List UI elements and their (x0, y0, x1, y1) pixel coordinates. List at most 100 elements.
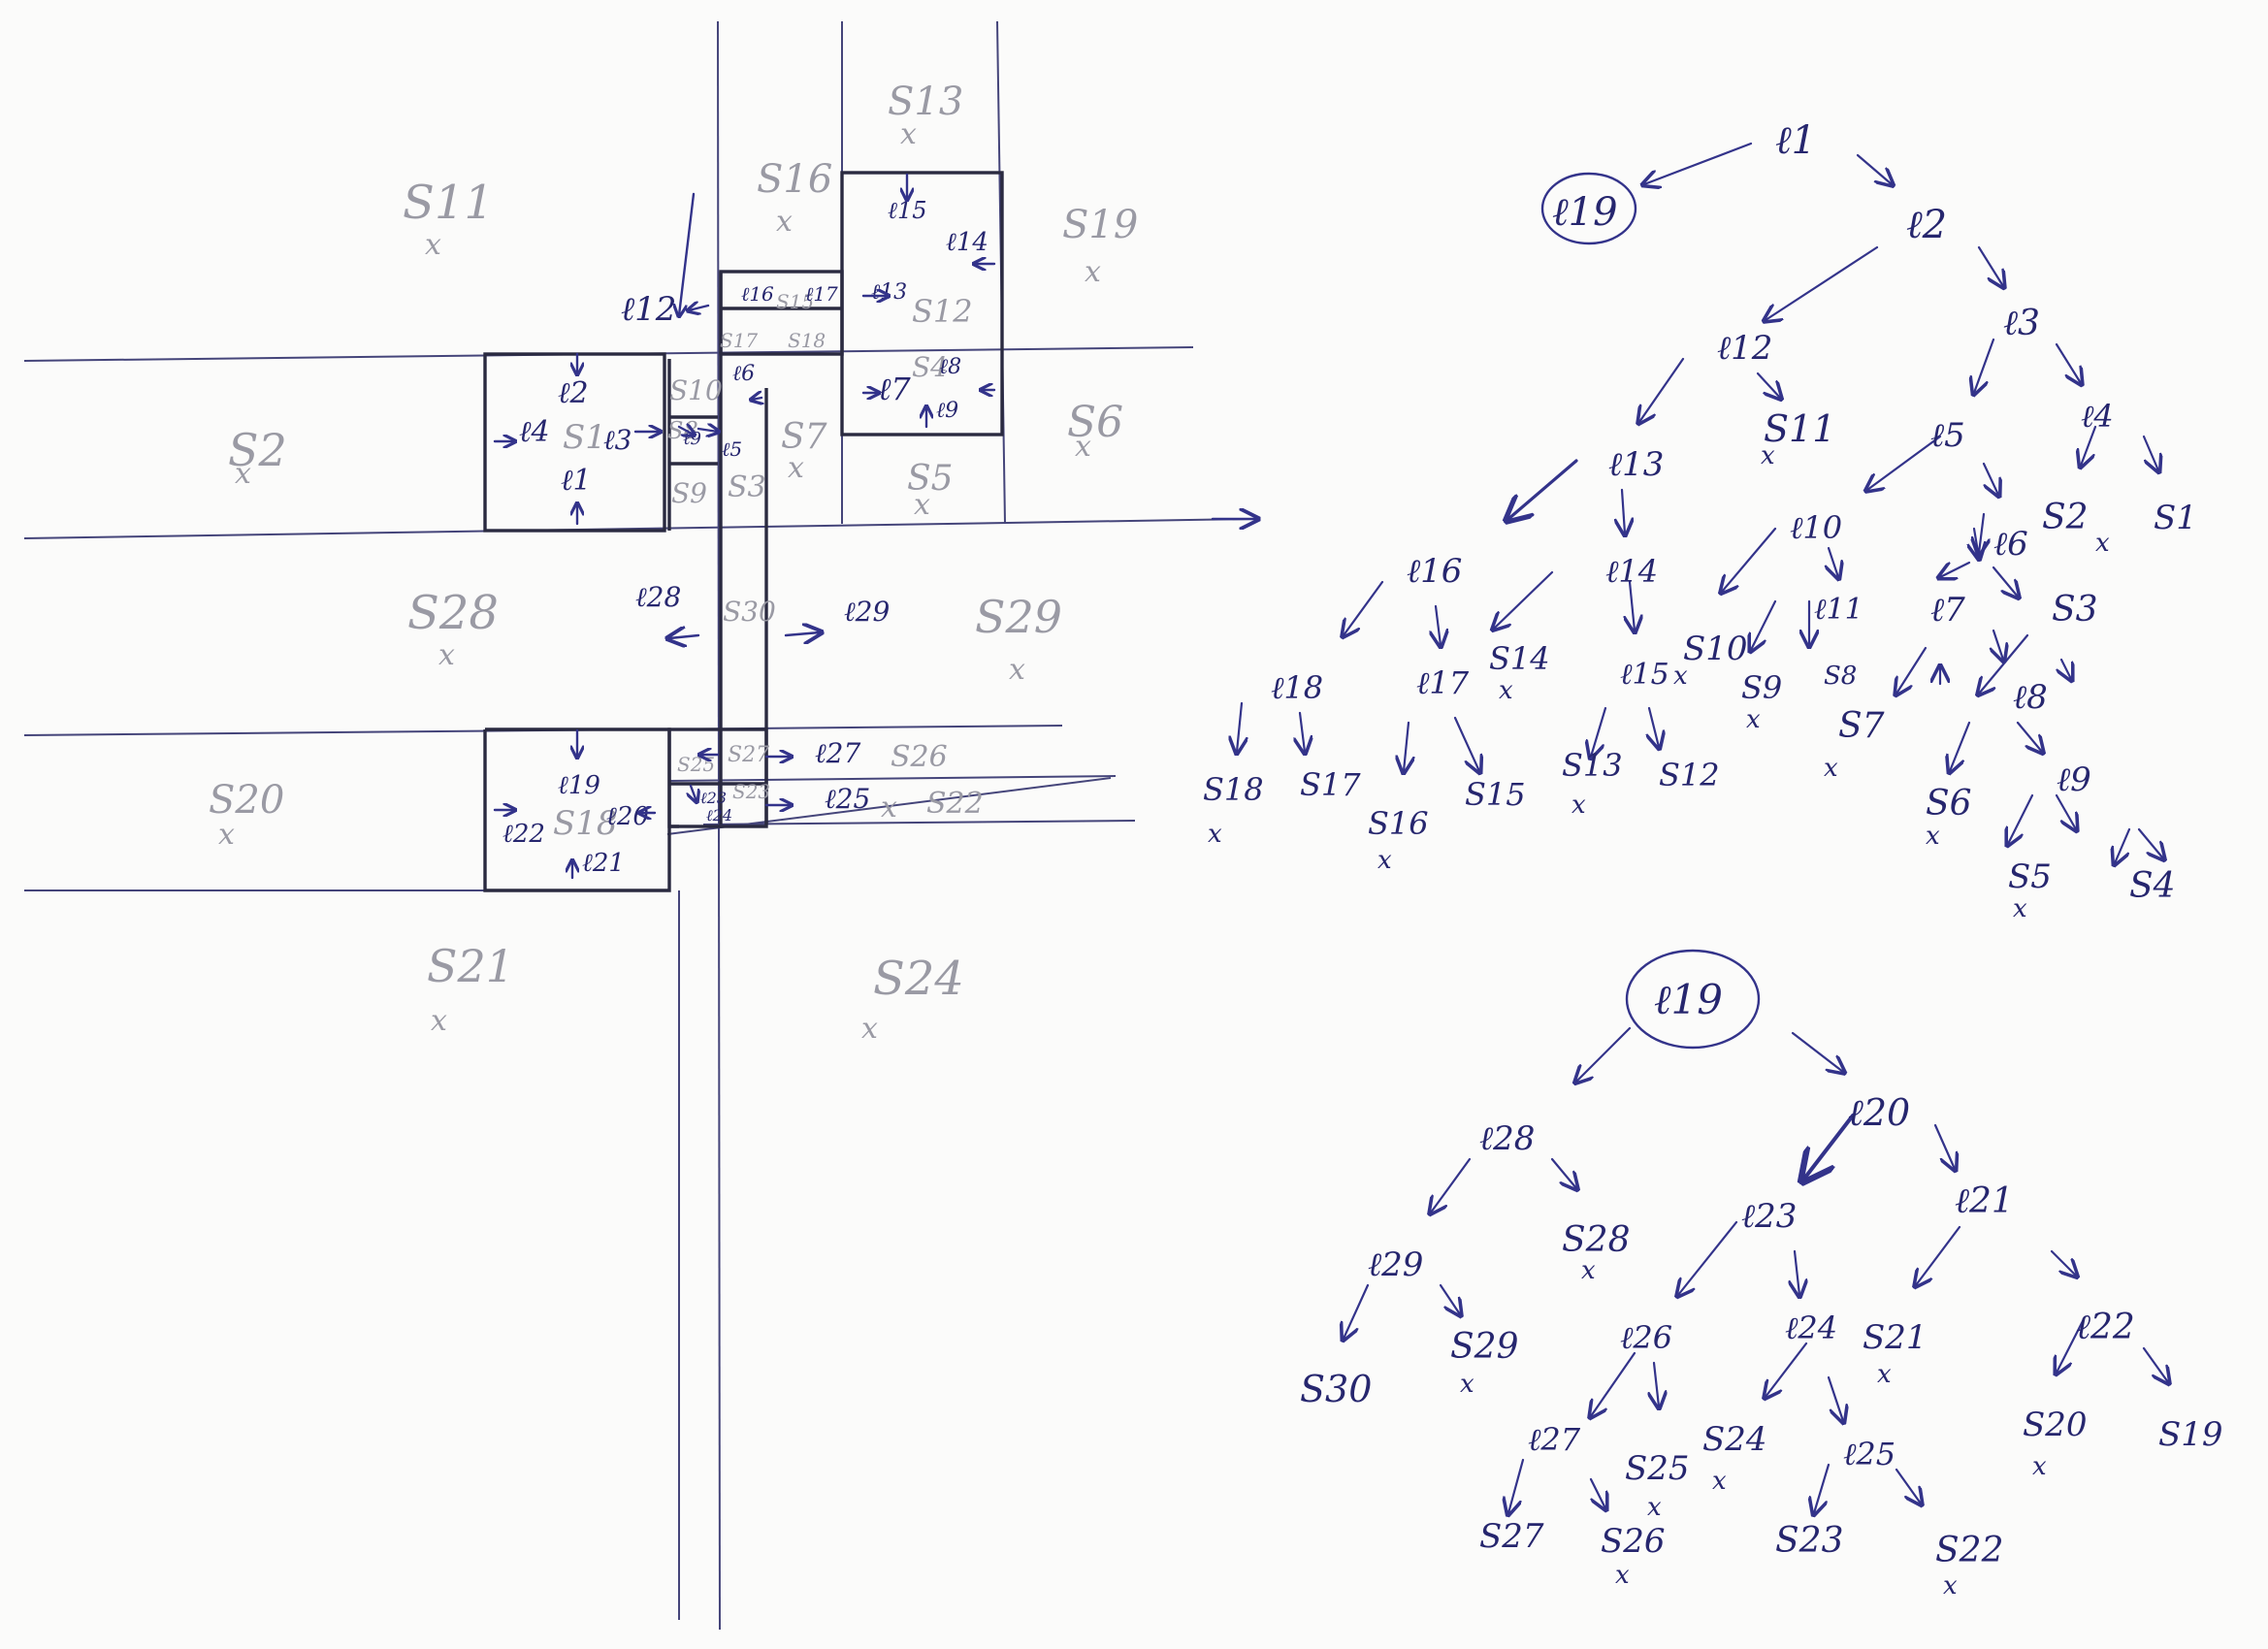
space-subdivision-diagram: S11 S13 S16 S19 S12 S2 S1 S10 S8 S9 S3 S… (24, 21, 1256, 1630)
tree-node: S23 (1775, 1521, 1843, 1561)
line-label: ℓ2 (558, 376, 589, 410)
region-label: S10 (669, 374, 723, 406)
svg-text:x: x (1746, 705, 1761, 734)
tree-node: S16 (1368, 805, 1429, 842)
line-label: ℓ16 (741, 282, 774, 306)
region-label: S12 (912, 293, 973, 330)
line-label: ℓ4 (519, 415, 550, 449)
svg-text:x: x (900, 117, 917, 151)
line-label: ℓ1 (561, 464, 592, 498)
svg-text:x: x (2032, 1452, 2047, 1481)
region-label: S28 (407, 586, 499, 640)
bsp-tree-2: ℓ19 ℓ28 ℓ20 ℓ29 S28 ℓ23 ℓ21 S30 S29 ℓ26 … (1300, 951, 2223, 1600)
region-label: S17 (720, 329, 758, 352)
svg-text:x: x (431, 1004, 447, 1038)
tree-node: ℓ6 (1993, 525, 2028, 564)
tree-node: ℓ21 (1955, 1181, 2014, 1221)
region-label: S9 (671, 477, 707, 509)
tree-node: S13 (1562, 747, 1623, 784)
tree-node: ℓ3 (2003, 304, 2040, 343)
tree-node: S18 (1203, 771, 1264, 808)
tree-node: S24 (1702, 1420, 1767, 1459)
tree-node: ℓ24 (1785, 1310, 1837, 1346)
region-label: S22 (926, 787, 984, 821)
tree-node: ℓ27 (1528, 1421, 1581, 1458)
line-label: ℓ19 (558, 771, 600, 800)
svg-text:x: x (1009, 653, 1025, 687)
tree-node: S25 (1625, 1449, 1690, 1488)
region-label: S19 (1062, 203, 1138, 247)
tree-node: S26 (1601, 1522, 1666, 1561)
region-label: S11 (403, 176, 494, 230)
tree-node: ℓ18 (1271, 669, 1323, 706)
svg-text:x: x (1208, 820, 1222, 849)
tree-node: ℓ5 (1930, 416, 1965, 455)
tree-node: ℓ17 (1416, 664, 1470, 701)
bsp-tree-1: ℓ1 ℓ19 ℓ2 ℓ12 ℓ3 ℓ13 S11 ℓ5 ℓ4 S1 S2 ℓ16… (1203, 118, 2197, 923)
tree-node: ℓ14 (1605, 553, 1658, 590)
tree-node: S8 (1824, 662, 1857, 691)
tree-node: ℓ16 (1407, 552, 1462, 591)
tree-node: ℓ12 (1717, 329, 1772, 368)
tree-node: ℓ2 (1906, 203, 1947, 247)
tree-node: ℓ4 (2081, 398, 2114, 435)
tree-node: ℓ8 (2013, 678, 2048, 717)
line-label: ℓ7 (878, 371, 911, 407)
line-label: ℓ14 (946, 228, 988, 257)
tree-node: ℓ19 (1552, 190, 1618, 235)
line-label: ℓ9 (936, 399, 958, 423)
tree-node: ℓ15 (1620, 658, 1669, 692)
region-label: S27 (728, 743, 769, 767)
svg-text:x: x (1460, 1370, 1474, 1399)
tree-node: ℓ28 (1479, 1119, 1535, 1158)
tree-node: ℓ19 (1654, 976, 1723, 1023)
tree-node: S22 (1935, 1531, 2003, 1570)
svg-text:x: x (235, 457, 251, 491)
svg-text:x: x (1673, 662, 1688, 691)
line-label: ℓ17 (805, 282, 838, 306)
line-label: ℓ9 (683, 429, 701, 449)
region-label: S1 (563, 418, 606, 457)
line-label: ℓ22 (502, 820, 545, 849)
tree-node: S5 (2008, 857, 2052, 896)
tree-node: ℓ9 (2057, 760, 2091, 799)
tree-node: ℓ23 (1741, 1197, 1797, 1236)
svg-text:x: x (1499, 676, 1513, 705)
tree-node: S2 (2042, 498, 2089, 537)
region-label: S29 (975, 591, 1062, 643)
svg-text:x: x (1926, 822, 1940, 851)
tree-node: S27 (1479, 1517, 1544, 1556)
svg-text:x: x (1377, 846, 1392, 875)
svg-text:x: x (776, 205, 793, 239)
tree-node: S29 (1450, 1327, 1518, 1367)
tree-node: ℓ10 (1790, 509, 1842, 546)
line-label: ℓ29 (844, 596, 890, 628)
tree-node: S3 (2052, 590, 2098, 630)
svg-text:x: x (1877, 1360, 1892, 1389)
region-label: S30 (723, 596, 776, 628)
line-label: ℓ28 (635, 581, 681, 613)
svg-text:x: x (425, 228, 441, 262)
line-label: ℓ8 (939, 355, 961, 379)
svg-text:x: x (1712, 1467, 1727, 1496)
region-label: S25 (677, 753, 715, 776)
svg-text:x: x (1581, 1256, 1596, 1285)
line-label: ℓ23 (700, 789, 727, 807)
tree-node: S12 (1659, 757, 1720, 793)
region-label: S24 (873, 952, 964, 1006)
tree-node: S10 (1683, 630, 1748, 668)
line-label: ℓ3 (603, 424, 632, 456)
tree-node: S4 (2129, 866, 2176, 906)
tree-node: ℓ26 (1620, 1319, 1672, 1356)
svg-text:x: x (788, 451, 804, 485)
tree-node: S9 (1741, 669, 1782, 706)
line-label: ℓ12 (621, 290, 676, 329)
svg-text:x: x (1824, 754, 1838, 783)
svg-text:x: x (1085, 255, 1101, 289)
svg-text:x: x (1761, 441, 1775, 470)
svg-text:x: x (438, 638, 455, 672)
line-label: ℓ20 (606, 802, 649, 831)
region-label: S16 (757, 157, 832, 202)
svg-text:x: x (914, 488, 930, 522)
tree-node: S20 (2023, 1406, 2088, 1444)
